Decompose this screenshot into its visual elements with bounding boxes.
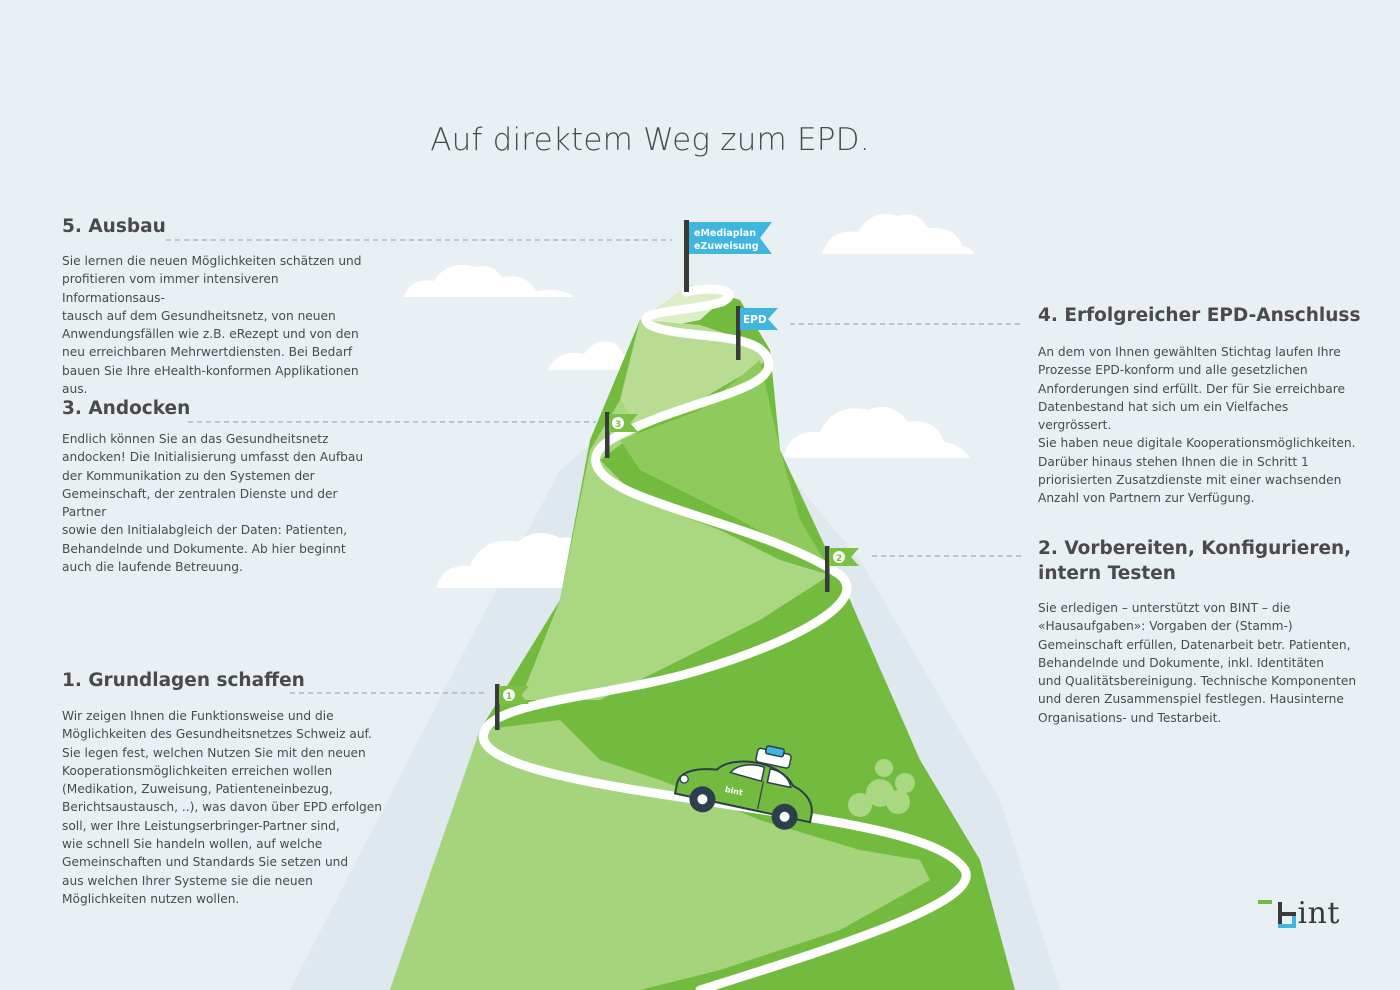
page-title: Auf direktem Weg zum EPD. <box>430 122 870 158</box>
mountain-shadow-left <box>390 720 930 990</box>
step1-text: Wir zeigen Ihnen die Funktionsweise und … <box>62 709 382 906</box>
step1-heading: 1. Grundlagen schaffen <box>62 670 305 691</box>
mountain-light-band-2 <box>620 320 768 430</box>
cloud-top-right <box>822 214 974 254</box>
brand-logo: int <box>1257 896 1340 931</box>
step5-heading: 5. Ausbau <box>62 216 166 237</box>
brand-wordmark: int <box>1297 896 1340 931</box>
flag-top-line2: eZuweisung <box>694 241 759 252</box>
step4-text: An dem von Ihnen gewählten Stichtag lauf… <box>1038 345 1356 506</box>
car: bint <box>673 745 813 830</box>
step2-text: Sie erledigen – unterstützt von BINT – d… <box>1038 601 1357 725</box>
flag-step3: 3 <box>605 412 638 458</box>
step5-text: Sie lernen die neuen Möglichkeiten schät… <box>62 254 362 397</box>
step3-heading: 3. Andocken <box>62 398 191 419</box>
winding-road <box>478 284 971 990</box>
cloud-mid-right <box>784 406 970 458</box>
flag-step1-number: 1 <box>506 692 512 702</box>
flag-top: eMediaplan eZuweisung <box>684 220 772 292</box>
step3-text: Endlich können Sie an das Gesundheitsnet… <box>62 432 364 575</box>
bint-logo-icon <box>1257 900 1296 928</box>
flag-step2-number: 2 <box>836 554 842 564</box>
flag-epd-label: EPD <box>743 314 767 326</box>
cloud-mid-left <box>548 341 636 370</box>
flag-step1: 1 <box>495 684 529 730</box>
cloud-left-upper <box>404 264 574 297</box>
flag-step2: 2 <box>825 546 859 592</box>
car-label: bint <box>724 785 744 798</box>
car-exhaust-dust <box>848 759 915 817</box>
flag-top-line1: eMediaplan <box>694 228 756 239</box>
flag-step3-number: 3 <box>615 420 621 430</box>
mountain-mid-band <box>620 360 830 570</box>
step4-heading: 4. Erfolgreicher EPD-Anschluss <box>1038 305 1361 326</box>
step2-heading: 2. Vorbereiten, Konfigurieren, intern Te… <box>1038 538 1352 584</box>
flag-epd: EPD <box>736 306 778 360</box>
